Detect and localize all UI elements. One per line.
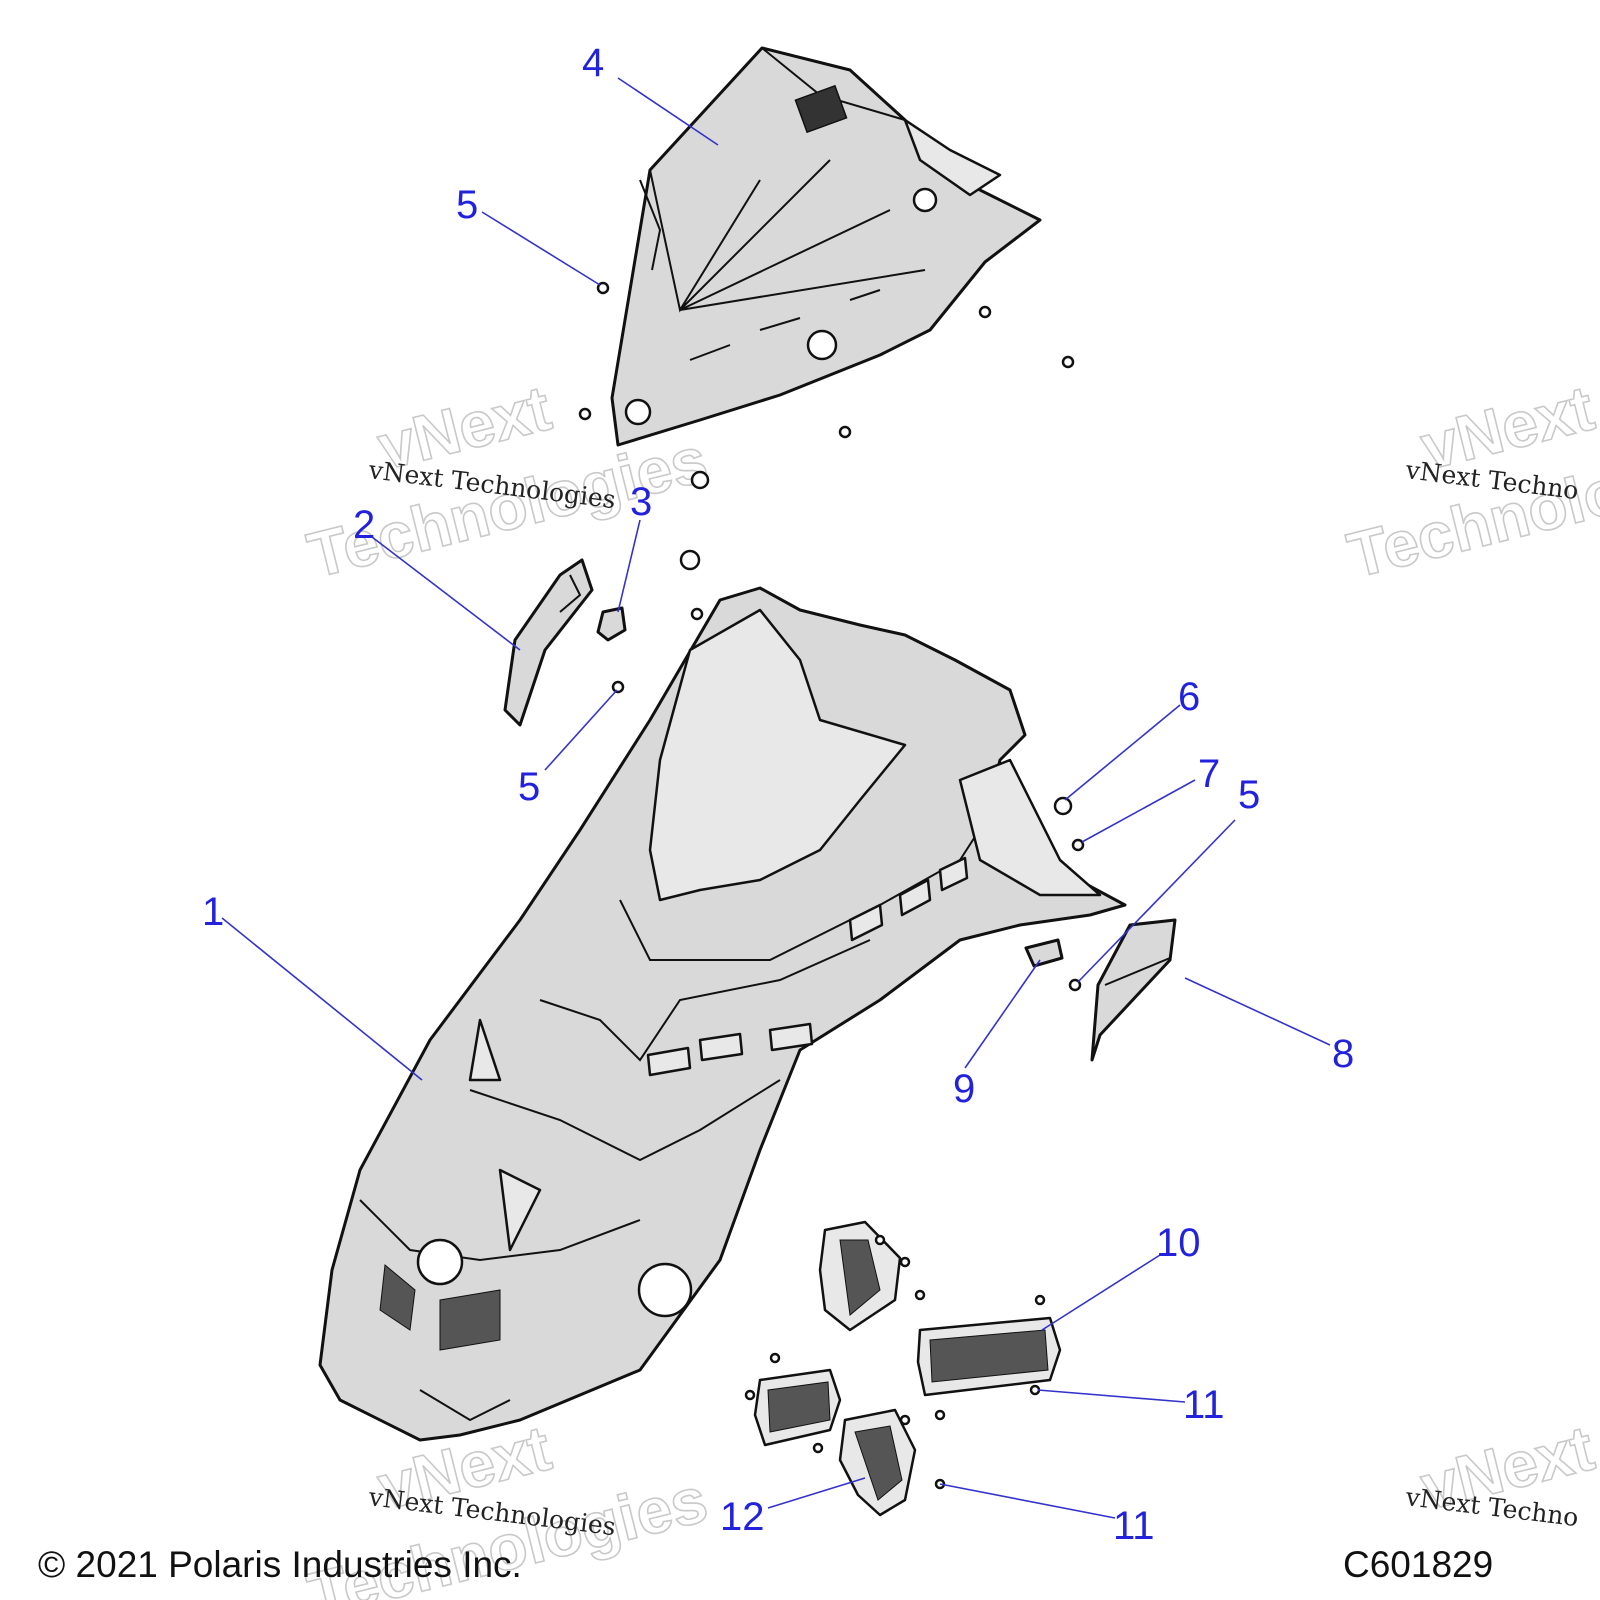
part-2-left-side-panel <box>503 558 594 727</box>
callout-10: 10 <box>1156 1221 1201 1265</box>
callout-11-lower: 11 <box>1113 1504 1155 1548</box>
callout-8: 8 <box>1332 1032 1354 1076</box>
part-3-bracket <box>596 606 627 642</box>
fasteners <box>578 281 1085 1490</box>
callout-3: 3 <box>630 480 652 524</box>
callout-5-right: 5 <box>1238 773 1260 817</box>
callout-7: 7 <box>1198 752 1220 796</box>
part-4-upper-console <box>610 46 1042 447</box>
callout-6: 6 <box>1178 675 1200 719</box>
copyright-text: © 2021 Polaris Industries Inc. <box>38 1544 522 1585</box>
callout-4: 4 <box>582 41 604 85</box>
callout-5-left: 5 <box>518 765 540 809</box>
callout-2: 2 <box>353 503 375 547</box>
callout-11-upper: 11 <box>1183 1383 1225 1427</box>
leader-lines <box>221 77 1331 1519</box>
part-9-bracket <box>1024 938 1064 968</box>
callout-labels: 1 2 3 4 5 5 6 7 5 8 9 10 11 11 12 <box>202 41 1354 1548</box>
callout-1: 1 <box>202 890 224 934</box>
watermark-top-right: vNext Technologies vNext Techno <box>1340 371 1600 593</box>
callout-9: 9 <box>953 1067 975 1111</box>
callout-12: 12 <box>720 1495 765 1539</box>
watermark-bottom-right: vNext vNext Techno <box>1403 1411 1600 1532</box>
figure-code: C601829 <box>1343 1544 1493 1585</box>
part-12-grille <box>753 1368 917 1517</box>
part-1-hood <box>318 586 1127 1442</box>
part-8-right-side-panel <box>1090 918 1177 1062</box>
part-10-grille <box>818 1220 1062 1397</box>
callout-5-top: 5 <box>456 183 478 227</box>
